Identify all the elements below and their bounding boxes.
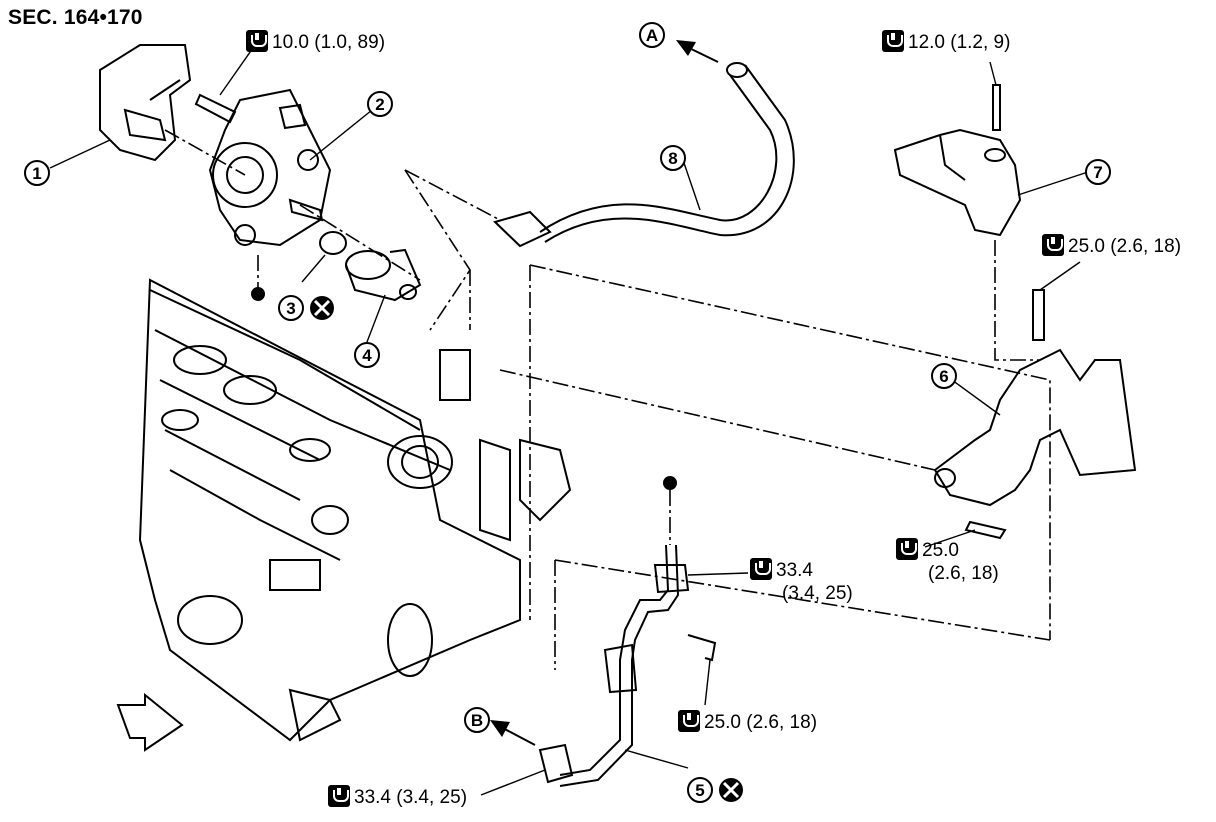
- front-direction-arrow: [116, 692, 184, 752]
- marker-dot-tube: [663, 476, 677, 490]
- cover-bolt: [992, 84, 1001, 131]
- torque-wrench-icon: [882, 30, 904, 52]
- callout-5: 5: [687, 777, 713, 803]
- svg-text:5: 5: [695, 781, 704, 800]
- part-5-fuel-tube: [538, 544, 690, 787]
- svg-text:4: 4: [362, 346, 372, 365]
- part-3-o-ring: [319, 231, 347, 255]
- svg-text:6: 6: [939, 367, 948, 386]
- torque-wrench-icon: [328, 785, 350, 807]
- cylinder-head: [138, 278, 572, 742]
- torque-wrench-icon: [678, 710, 700, 732]
- leader-lines: [49, 44, 1089, 796]
- torque-label-bracket-bolt: 25.0 (2.6, 18): [1042, 234, 1181, 258]
- alignment-lines: [164, 129, 1051, 670]
- callout-1: 1: [24, 160, 50, 186]
- svg-text:7: 7: [1093, 163, 1102, 182]
- arrow-b-head: [490, 720, 510, 737]
- bracket-lower-bolt: [964, 520, 1007, 540]
- do-not-reuse-icon: [719, 778, 743, 802]
- callout-6: 6: [931, 363, 957, 389]
- svg-text:B: B: [471, 711, 483, 730]
- torque-label-tube-upper: 33.4: [750, 558, 813, 582]
- svg-text:8: 8: [668, 149, 677, 168]
- torque-label-pump-bolt: 10.0 (1.0, 89): [246, 30, 385, 54]
- tube-bolt: [687, 634, 717, 662]
- callout-8: 8: [660, 145, 686, 171]
- torque-label-tube-bolt: 25.0 (2.6, 18): [678, 710, 817, 734]
- callout-3: 3: [278, 295, 304, 321]
- do-not-reuse-icon: [310, 296, 334, 320]
- pump-bolt: [194, 93, 237, 124]
- torque-label-tube-upper-sub: (3.4, 25): [782, 583, 853, 604]
- torque-label-cover-bolt: 12.0 (1.2, 9): [882, 30, 1010, 54]
- part-2-fuel-pump: [208, 88, 332, 247]
- section-title: SEC. 164•170: [8, 6, 143, 29]
- torque-label-bracket-lower-sub: (2.6, 18): [928, 563, 999, 584]
- svg-text:1: 1: [32, 164, 41, 183]
- torque-wrench-icon: [246, 30, 268, 52]
- torque-wrench-icon: [896, 538, 918, 560]
- part-6-bracket: [933, 348, 1137, 507]
- svg-text:2: 2: [375, 95, 384, 114]
- part-7-cover: [893, 128, 1022, 237]
- part-1-bracket: [99, 44, 192, 162]
- part-8-fuel-hose: [493, 62, 795, 248]
- svg-text:A: A: [646, 26, 658, 45]
- torque-label-tube-lower: 33.4 (3.4, 25): [328, 785, 467, 809]
- svg-text:3: 3: [286, 299, 295, 318]
- callout-4: 4: [354, 342, 380, 368]
- callout-7: 7: [1085, 159, 1111, 185]
- arrow-a-head: [676, 40, 696, 56]
- ref-a: A: [639, 22, 665, 48]
- bracket-bolt: [1032, 289, 1045, 341]
- ref-b: B: [464, 707, 490, 733]
- marker-dot-pump: [251, 287, 265, 301]
- torque-wrench-icon: [750, 558, 772, 580]
- callout-2: 2: [367, 91, 393, 117]
- part-4-tappet: [345, 248, 422, 302]
- torque-wrench-icon: [1042, 234, 1064, 256]
- torque-label-bracket-lower: 25.0: [896, 538, 959, 562]
